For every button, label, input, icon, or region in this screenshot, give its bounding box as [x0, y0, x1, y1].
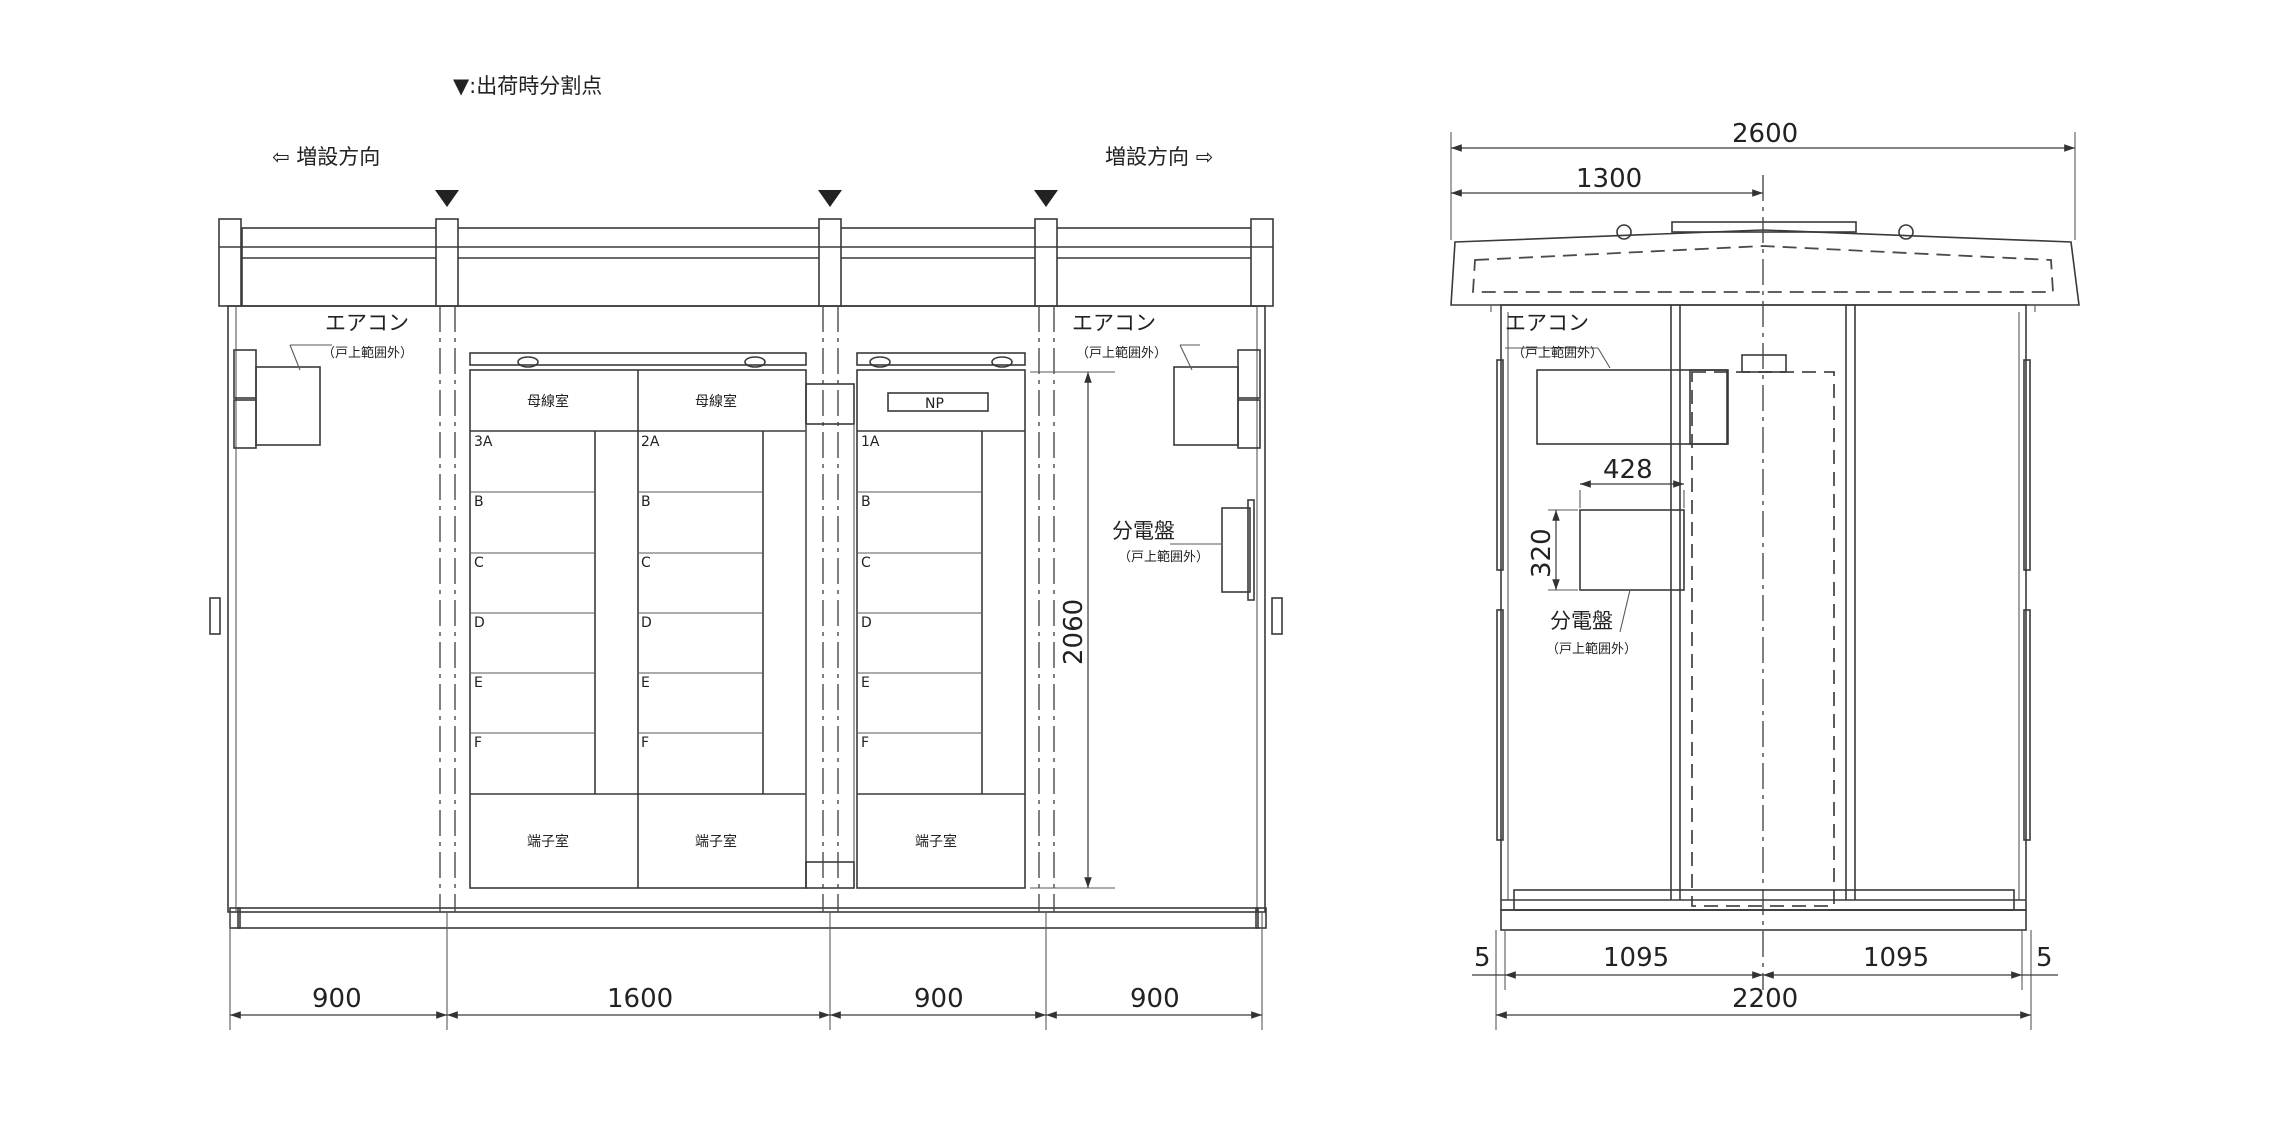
side-panel-label: 分電盤	[1550, 609, 1613, 633]
front-body	[209, 305, 1283, 929]
row-label-f: F	[641, 735, 649, 751]
front-panel-note: （戸上範囲外）	[1118, 550, 1209, 565]
side-panel-note: （戸上範囲外）	[1546, 642, 1637, 657]
side-panel-height: 320	[1527, 528, 1557, 578]
side-aircon: エアコン （戸上範囲外）	[1505, 311, 1729, 445]
front-view: ⇦ 増設方向 増設方向 ⇨	[209, 145, 1283, 1030]
row-label-b: B	[861, 494, 871, 510]
expand-direction-left: ⇦ 増設方向	[272, 145, 380, 169]
row-label-c: C	[861, 555, 871, 571]
side-bottom-dimensions: 5 1095 1095 5 2200	[1472, 930, 2058, 1030]
aircon-left-label: エアコン	[325, 311, 409, 335]
switchgear-cabinet-right: NP 端子室 1A B C D E F	[856, 352, 1026, 889]
side-view: 2600 1300	[1450, 119, 2080, 1030]
split-point-marker-2	[818, 190, 842, 207]
front-dimension-1600: 1600	[607, 984, 673, 1014]
side-dimension-1095-left: 1095	[1603, 943, 1669, 973]
side-roof	[1450, 221, 2080, 312]
side-panel-width: 428	[1603, 455, 1653, 485]
terminal-room-3a: 端子室	[527, 833, 569, 850]
row-label-e: E	[641, 675, 650, 691]
switchgear-cabinet-left: 母線室 母線室 端子室 端子室 3A 2A B C D E F B C D E …	[469, 352, 807, 889]
unit-label-1a: 1A	[861, 434, 880, 450]
row-label-f: F	[861, 735, 869, 751]
busbar-room-2a: 母線室	[695, 393, 737, 410]
split-point-marker-3	[1034, 190, 1058, 207]
front-aircon-left: エアコン （戸上範囲外）	[233, 311, 413, 449]
aircon-right-note: （戸上範囲外）	[1076, 346, 1167, 361]
row-label-b: B	[474, 494, 484, 510]
front-distribution-panel: 分電盤 （戸上範囲外）	[1112, 499, 1255, 601]
expand-direction-right: 増設方向 ⇨	[1105, 145, 1213, 169]
height-dimension-value: 2060	[1059, 599, 1089, 665]
row-label-e: E	[474, 675, 483, 691]
nameplate-label: NP	[925, 396, 944, 412]
unit-label-2a: 2A	[641, 434, 660, 450]
side-dimension-1095-right: 1095	[1863, 943, 1929, 973]
front-bottom-dimensions: 900 1600 900 900	[229, 912, 1263, 1030]
front-dimension-900-b: 900	[914, 984, 964, 1014]
terminal-room-1a: 端子室	[915, 833, 957, 850]
cabinet-connector	[805, 383, 855, 889]
side-aircon-note: （戸上範囲外）	[1512, 346, 1603, 361]
front-aircon-right: エアコン （戸上範囲外）	[1072, 311, 1261, 449]
row-label-d: D	[861, 615, 872, 631]
front-roof	[218, 218, 1274, 307]
side-base-width: 2200	[1732, 984, 1798, 1014]
side-distribution-panel: 428 320 分電盤 （戸上範囲外）	[1527, 455, 1685, 657]
front-panel-label: 分電盤	[1112, 519, 1175, 543]
aircon-right-label: エアコン	[1072, 311, 1156, 335]
row-label-d: D	[474, 615, 485, 631]
row-label-f: F	[474, 735, 482, 751]
height-dimension: 2060	[1030, 371, 1115, 889]
side-dimension-5-left: 5	[1474, 943, 1491, 973]
row-label-c: C	[641, 555, 651, 571]
side-dimension-5-right: 5	[2036, 943, 2053, 973]
side-total-width: 2600	[1732, 119, 1798, 149]
side-aircon-label: エアコン	[1505, 311, 1589, 335]
side-half-width: 1300	[1576, 164, 1642, 194]
split-point-marker-1	[435, 190, 459, 207]
row-label-c: C	[474, 555, 484, 571]
terminal-room-2a: 端子室	[695, 833, 737, 850]
row-label-b: B	[641, 494, 651, 510]
unit-label-3a: 3A	[474, 434, 493, 450]
front-dimension-900-a: 900	[312, 984, 362, 1014]
row-label-d: D	[641, 615, 652, 631]
row-label-e: E	[861, 675, 870, 691]
side-body	[1496, 175, 2031, 990]
split-point-legend: ▼:出荷時分割点	[453, 74, 602, 98]
front-dimension-900-c: 900	[1130, 984, 1180, 1014]
aircon-left-note: （戸上範囲外）	[322, 346, 413, 361]
side-top-dimensions: 2600 1300	[1450, 119, 2076, 240]
busbar-room-3a: 母線室	[527, 393, 569, 410]
